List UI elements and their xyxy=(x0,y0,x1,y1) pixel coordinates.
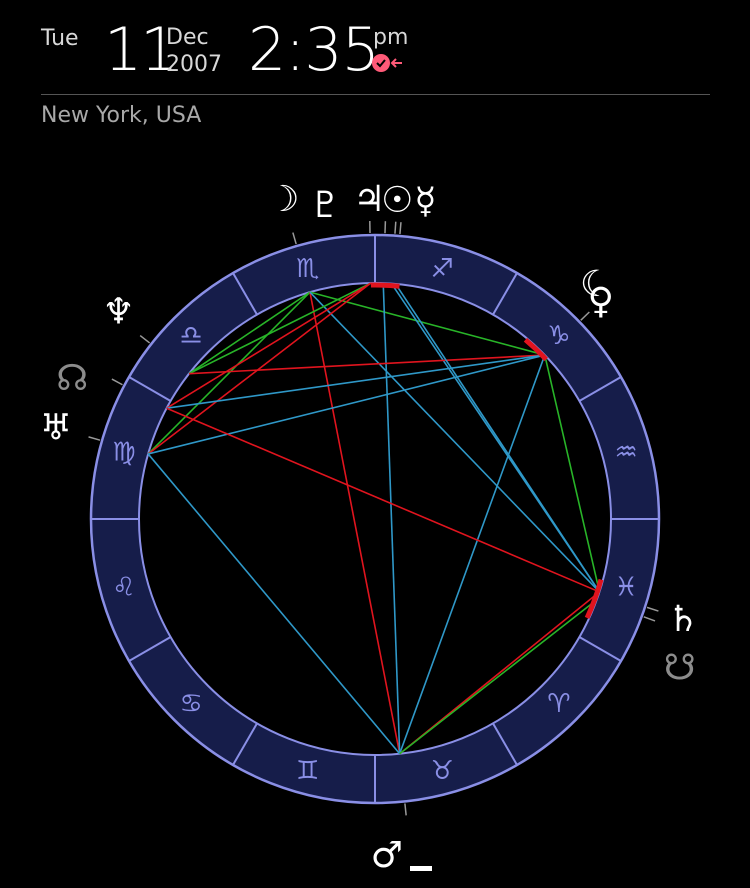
aspect-line-venus-uranus xyxy=(147,354,545,455)
sign-sagittarius-icon: ♐ xyxy=(431,254,454,284)
sign-taurus-icon: ♉ xyxy=(431,756,454,786)
aspect-line-jupiter-mars xyxy=(382,283,401,754)
month-label[interactable]: Dec xyxy=(166,25,209,50)
conjunction-arc-top xyxy=(370,282,400,289)
aspect-line-mercury-saturn xyxy=(394,283,601,593)
moon-icon[interactable]: ☽ xyxy=(267,179,299,220)
sun-icon[interactable]: ☉ xyxy=(381,180,413,221)
conjunction-arc-right xyxy=(523,337,548,362)
mercury-icon[interactable]: ☿ xyxy=(414,181,436,222)
mars-leader xyxy=(404,803,407,816)
clock-back-icon xyxy=(372,54,402,72)
venus-leader xyxy=(580,311,590,321)
year-label[interactable]: 2007 xyxy=(166,52,222,77)
neptune-leader xyxy=(139,334,151,344)
mars-icon[interactable]: ♂ xyxy=(371,835,403,876)
aspect-line-uranus-mars xyxy=(147,453,401,755)
sign-libra-icon: ♎ xyxy=(179,321,202,351)
sign-aries-icon: ♈ xyxy=(547,689,570,719)
sign-scorpio-icon: ♏ xyxy=(296,254,319,284)
moon-leader xyxy=(292,232,297,245)
sun-leader xyxy=(394,221,397,234)
reset-time-button[interactable] xyxy=(371,52,411,76)
aspect-line-moon-uranus xyxy=(147,291,311,455)
uranus-icon[interactable]: ♅ xyxy=(40,407,72,448)
sign-divider xyxy=(128,376,172,402)
sign-divider xyxy=(492,722,518,766)
aspect-line-saturn-north-node xyxy=(166,407,600,593)
south-node-icon[interactable]: ☋ xyxy=(664,648,696,689)
weekday-label: Tue xyxy=(41,26,79,51)
header-divider xyxy=(41,94,710,95)
aspect-line-venus-neptune xyxy=(188,354,545,375)
south-node-leader xyxy=(643,616,656,622)
sign-pisces-icon: ♓ xyxy=(614,572,637,602)
aspect-line-moon-saturn xyxy=(309,291,601,593)
mars-retro-marker xyxy=(410,866,432,871)
jupiter-icon[interactable]: ♃ xyxy=(353,179,385,220)
aspect-line-pluto-north-node xyxy=(166,282,372,409)
location-label[interactable]: New York, USA xyxy=(41,103,202,128)
sign-divider xyxy=(578,636,622,662)
time-display[interactable]: 2:35 xyxy=(248,15,380,85)
sign-gemini-icon: ♊ xyxy=(296,756,319,786)
sign-divider xyxy=(128,636,172,662)
saturn-icon[interactable]: ♄ xyxy=(667,599,699,640)
neptune-icon[interactable]: ♆ xyxy=(102,291,134,332)
sign-divider xyxy=(578,376,622,402)
aspect-line-moon-venus xyxy=(309,291,545,356)
saturn-leader xyxy=(646,606,659,612)
venus-icon[interactable]: ♀ xyxy=(588,281,614,322)
aspect-lines xyxy=(147,282,601,755)
mercury-leader xyxy=(399,222,402,235)
aspect-line-venus-saturn xyxy=(543,354,601,593)
aspect-line-pluto-uranus xyxy=(147,282,372,455)
north-node-icon[interactable]: ☊ xyxy=(56,358,88,399)
transit-moon-icon[interactable]: ☾ xyxy=(580,264,612,305)
sign-aquarius-icon: ♒ xyxy=(614,438,637,468)
aspect-line-venus-north-node xyxy=(166,354,545,409)
zodiac-ring xyxy=(89,233,661,805)
sign-divider xyxy=(232,722,258,766)
sign-capricorn-icon: ♑ xyxy=(547,321,570,351)
sign-divider xyxy=(492,272,518,316)
sign-virgo-icon: ♍ xyxy=(112,438,135,468)
aspect-line-venus-mars xyxy=(398,354,546,754)
day-number[interactable]: 11 xyxy=(104,15,178,85)
conjunction-arc-lower-right xyxy=(584,578,604,619)
sign-cancer-icon: ♋ xyxy=(179,689,202,719)
pluto-icon[interactable]: ♇ xyxy=(309,185,341,226)
sign-divider xyxy=(232,272,258,316)
uranus-leader xyxy=(88,436,101,441)
aspect-line-moon-mars xyxy=(309,291,401,754)
ampm-label: pm xyxy=(373,25,409,50)
aspect-line-mars-south-node xyxy=(399,599,598,755)
north-node-leader xyxy=(111,378,123,386)
aspect-line-pluto-neptune xyxy=(188,282,372,375)
aspect-line-moon-neptune xyxy=(188,291,311,375)
sign-leo-icon: ♌ xyxy=(112,572,135,602)
